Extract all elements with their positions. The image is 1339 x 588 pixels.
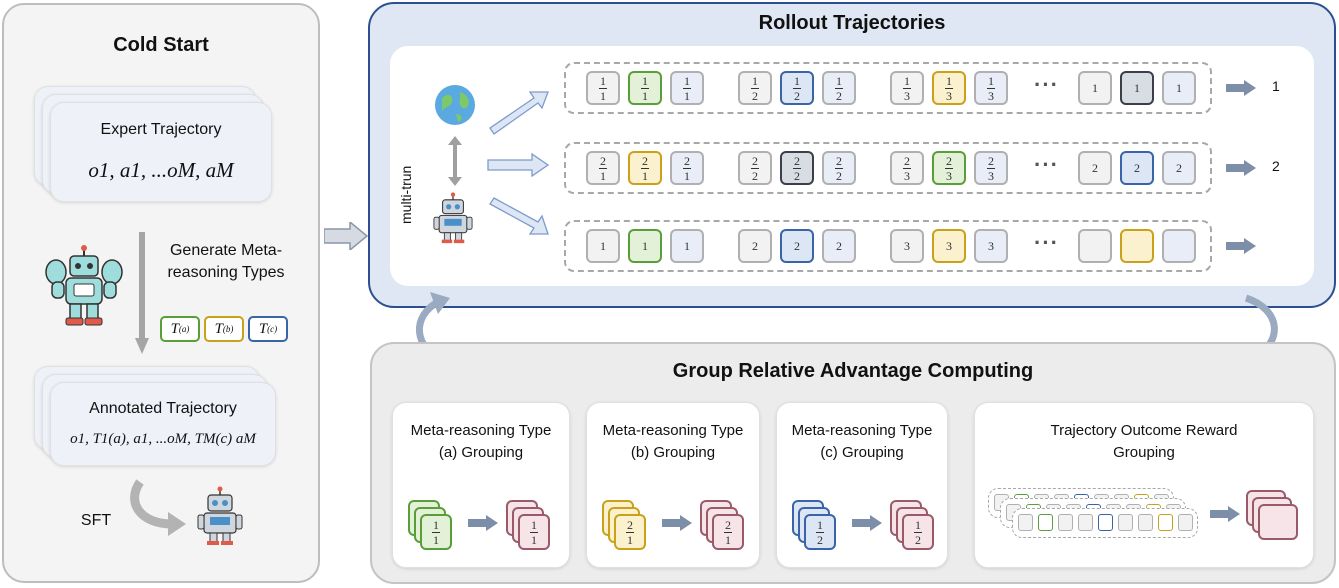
step-box-typed: 3 (932, 229, 966, 263)
expert-trajectory-formula: o1, a1, ...oM, aM (88, 158, 234, 182)
ellipsis: ··· (1034, 230, 1059, 255)
rollout-row-2 (564, 142, 1212, 194)
annotated-trajectory-title: Annotated Trajectory (89, 400, 237, 417)
type-a-box: T(a) (160, 316, 200, 342)
step-box: 2 (822, 229, 856, 263)
rollout-title: Rollout Trajectories (758, 12, 946, 34)
robot-icon (196, 486, 244, 546)
mini-step (1178, 514, 1193, 531)
grouping-arrow (468, 515, 498, 536)
annotated-trajectory-formula: o1, T1(a), a1, ...oM, TM(c) aM (70, 431, 256, 447)
step-box: 2 (1078, 151, 1112, 185)
grouping-arrow (1210, 506, 1240, 527)
globe-icon (434, 84, 476, 126)
step-box: 2 (1162, 151, 1196, 185)
expert-trajectory-title: Expert Trajectory (100, 121, 222, 138)
step-box-typed: 2 (1120, 151, 1154, 185)
type-c-box: T(c) (248, 316, 288, 342)
result-box (1258, 504, 1298, 540)
reward-arrow (1226, 238, 1256, 259)
generate-arrow (135, 232, 149, 354)
grouping-card-4 (974, 402, 1314, 568)
mini-step (1018, 514, 1033, 531)
step-box-typed: 1 (1120, 71, 1154, 105)
step-box: 3 (890, 229, 924, 263)
step-box: 1 (670, 229, 704, 263)
annotated-trajectory-card (50, 382, 276, 466)
step-box (1162, 229, 1196, 263)
grouping-arrow (662, 515, 692, 536)
mini-step (1158, 514, 1173, 531)
grouping-card-label: Meta-reasoning Type (a) Grouping (410, 422, 552, 461)
mini-step (1038, 514, 1053, 531)
grouping-card-label: Meta-reasoning Type (c) Grouping (791, 422, 933, 461)
reward-label: 1 (1272, 78, 1280, 94)
generate-label: Generate Meta-reasoning Types (167, 242, 285, 281)
multiturn-arrow (448, 136, 462, 186)
strong-robot-icon (42, 244, 126, 328)
step-box-typed: 1 (628, 229, 662, 263)
grac-title: Group Relative Advantage Computing (672, 360, 1034, 382)
multiturn-label: multi-trun (398, 165, 414, 224)
rollout-row-1 (564, 62, 1212, 114)
reward-arrow (1226, 80, 1256, 101)
fanout-arrows (484, 86, 554, 246)
grouping-arrow (852, 515, 882, 536)
step-box (1078, 229, 1112, 263)
type-b-box: T(b) (204, 316, 244, 342)
ellipsis: ··· (1034, 72, 1059, 97)
rollout-row-3 (564, 220, 1212, 272)
mini-step (1098, 514, 1113, 531)
cold-start-to-rollout-arrow (323, 220, 369, 252)
mini-step (1138, 514, 1153, 531)
sft-label: SFT (80, 512, 112, 529)
reward-label: 2 (1272, 158, 1280, 174)
step-box: 1 (1162, 71, 1196, 105)
step-box: 3 (974, 229, 1008, 263)
step-box: 2 (738, 229, 772, 263)
expert-trajectory-card (50, 102, 272, 202)
step-box-typed: 2 (780, 229, 814, 263)
ellipsis: ··· (1034, 152, 1059, 177)
mini-step (1078, 514, 1093, 531)
mini-step (1118, 514, 1133, 531)
grouping-card-label: Meta-reasoning Type (b) Grouping (602, 422, 744, 461)
rollout-robot-icon (432, 192, 474, 244)
mini-step (1058, 514, 1073, 531)
grouping-card-label: Trajectory Outcome Reward Grouping (1050, 422, 1238, 461)
cold-start-title: Cold Start (113, 34, 209, 56)
reward-arrow (1226, 160, 1256, 181)
sft-arrow-icon (120, 478, 190, 538)
step-box: 1 (1078, 71, 1112, 105)
step-box-typed (1120, 229, 1154, 263)
step-box: 1 (586, 229, 620, 263)
